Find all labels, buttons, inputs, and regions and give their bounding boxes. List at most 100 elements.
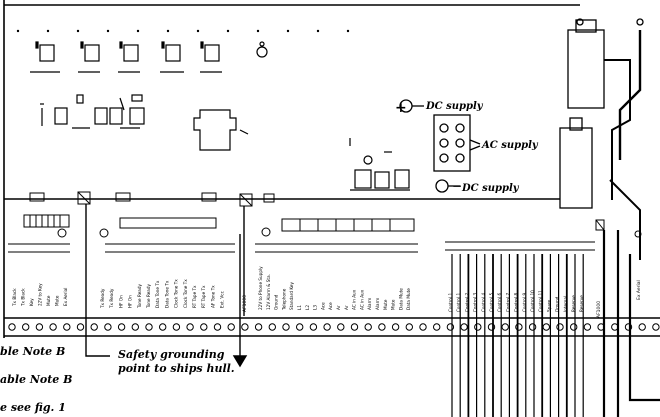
terminal-label: L3 xyxy=(313,305,318,310)
terminal-label: RT Tape Tx xyxy=(192,285,197,308)
terminal-label: Data Tone Tx xyxy=(164,280,169,308)
ac-supply-label: AC supply xyxy=(481,140,539,151)
cable-wires xyxy=(451,230,660,417)
terminal-label: Control 10 xyxy=(530,290,535,312)
rail-screws xyxy=(8,323,660,331)
terminal-strip-lower xyxy=(8,219,642,253)
screw-terminal xyxy=(487,323,496,331)
note-b-upper: ble Note B xyxy=(0,345,65,358)
screw-terminal xyxy=(22,323,30,331)
screw-terminal xyxy=(76,323,85,331)
note-b-lower: able Note B xyxy=(0,373,72,386)
screw-terminal xyxy=(104,323,112,331)
terminal-label: Data Mute xyxy=(406,288,411,310)
screw-terminal xyxy=(624,323,633,331)
terminal-label: Tx Black xyxy=(21,288,26,307)
terminal-label: Control 6 xyxy=(497,293,502,312)
af1000-label-right: AF1000 xyxy=(596,301,602,318)
screw-terminal xyxy=(200,323,208,331)
terminal-label: Alarm xyxy=(367,298,372,310)
terminal-label: Control 4 xyxy=(481,293,486,312)
screw-terminal xyxy=(268,323,276,331)
terminal-label: Mute xyxy=(383,299,388,310)
terminal-label: Control 8 xyxy=(514,293,519,312)
terminal-label: Ext. Vcc xyxy=(220,290,225,308)
terminal-label: AF Tone Tx xyxy=(210,285,215,308)
terminal-label: Tx Ready xyxy=(100,288,105,309)
terminal-label: Telephone xyxy=(281,288,286,311)
screw-terminal xyxy=(378,323,386,331)
terminal-label: AC in Aux xyxy=(359,289,364,310)
screw-terminal xyxy=(433,323,441,331)
terminal-label: HF On xyxy=(118,295,123,308)
screw-terminal xyxy=(145,323,153,331)
screw-terminal xyxy=(90,323,98,331)
terminal-label: Standard Key xyxy=(289,282,294,310)
terminal-label: Data Mute xyxy=(398,288,403,310)
ex-aerial-label-right: Ex Aerial xyxy=(636,280,642,300)
screw-terminal xyxy=(227,323,235,331)
terminal-label: 22V to Key xyxy=(38,283,43,306)
terminal-label: RT Tape Tx xyxy=(201,285,206,308)
terminal-label: Tx Black xyxy=(12,288,17,307)
terminal-label: Ar xyxy=(336,305,341,310)
terminal-label: Mute xyxy=(391,299,396,310)
screw-terminal xyxy=(652,323,660,331)
screw-terminal xyxy=(172,323,181,331)
supply-terminal-block xyxy=(399,99,481,193)
terminal-label: AC in Aux xyxy=(352,289,357,310)
screw-terminal xyxy=(515,323,523,331)
supply-labels: + DC supply AC supply − DC supply xyxy=(395,100,539,194)
screw-terminal xyxy=(542,323,550,331)
terminal-label: Ace xyxy=(328,302,333,310)
terminal-label: Internal xyxy=(563,296,568,312)
safety-grounding-line2: point to ships hull. xyxy=(118,362,235,375)
middle-components xyxy=(349,138,410,191)
screw-terminal xyxy=(131,323,140,331)
screw-terminal xyxy=(117,323,126,331)
heavy-cable xyxy=(628,254,660,402)
terminal-label: Reserve xyxy=(571,295,576,312)
terminal-label: Data Tone Tx xyxy=(155,280,160,308)
terminal-label: Mute xyxy=(55,295,60,306)
top-component-row xyxy=(30,41,268,73)
screw-terminal xyxy=(323,323,331,331)
screw-terminal xyxy=(309,323,318,331)
terminal-label: Control 7 xyxy=(505,293,510,312)
screw-terminal xyxy=(364,323,372,331)
screw-terminal xyxy=(49,323,57,331)
screw-terminal xyxy=(337,323,345,331)
dc-supply-top-label: DC supply xyxy=(425,101,484,112)
top-dots xyxy=(16,29,350,33)
screw-terminal xyxy=(638,323,646,331)
screw-terminal xyxy=(35,323,44,331)
minus-sign: − xyxy=(452,179,462,193)
terminal-label: Control 5 xyxy=(489,293,494,312)
screw-terminal xyxy=(391,323,400,331)
terminal-label: Ground xyxy=(555,296,560,312)
screw-terminal xyxy=(350,323,359,331)
screw-terminal xyxy=(296,323,304,331)
terminal-label: Control 1 xyxy=(448,293,453,312)
terminal-label: Control 3 xyxy=(473,293,478,312)
terminal-strip-upper xyxy=(23,191,415,238)
terminal-label: Ar xyxy=(344,305,349,310)
screw-terminal xyxy=(501,323,509,331)
terminal-label: Control 1 xyxy=(456,293,461,312)
terminal-label: Control 2 xyxy=(464,293,469,312)
screw-terminal xyxy=(528,323,537,331)
screw-terminal xyxy=(282,323,290,331)
terminal-label: Clock Tone Tx xyxy=(183,279,188,308)
terminal-label: HF On xyxy=(128,295,133,308)
terminal-label: Ace xyxy=(320,302,325,310)
terminal-label: Tone Ready xyxy=(137,284,142,309)
grounding-lead xyxy=(85,204,248,368)
screw-terminal xyxy=(419,323,427,331)
terminal-label: Reserve xyxy=(579,295,584,312)
terminal-label: 22V to Phone Supply xyxy=(258,266,263,310)
screw-terminal xyxy=(254,323,263,331)
